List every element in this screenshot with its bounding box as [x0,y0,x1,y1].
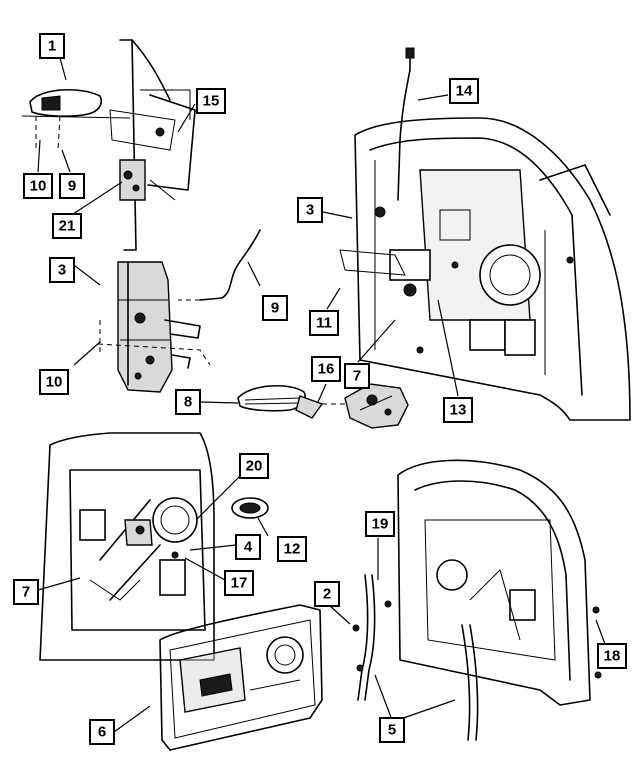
callout-label: 19 [372,516,389,533]
callout-leaders [37,57,606,733]
callout-7: 7 [13,579,39,605]
callout-label: 10 [46,374,63,391]
exterior-handle-illustration [21,88,131,151]
callout-20: 20 [239,453,269,479]
callout-label: 14 [456,83,473,100]
latch-small-illustration [119,159,146,201]
callout-label: 5 [388,722,396,739]
callout-14: 14 [449,78,479,104]
callout-label: 12 [284,541,301,558]
connecting-rod-illustration [178,229,261,301]
callout-label: 18 [604,648,621,665]
callout-label: 20 [246,458,263,475]
trim-panel-illustration [159,604,323,751]
callout-1: 1 [39,33,65,59]
callout-3: 3 [49,257,75,283]
callout-label: 7 [353,368,361,385]
glass-run-channels-illustration [352,574,479,741]
callout-18: 18 [597,643,627,669]
lock-rod-illustration [397,47,415,201]
door-latch-right-illustration [344,383,409,429]
callout-label: 7 [22,584,30,601]
callout-label: 2 [323,586,331,603]
callout-label: 11 [316,315,332,332]
callout-11: 11 [309,310,339,336]
callout-label: 15 [203,93,220,110]
door-regulator-illustration [39,432,215,661]
callout-10: 10 [23,173,53,199]
callout-label: 3 [58,262,66,279]
door-frame-illustration [384,459,602,706]
inside-handle-illustration [237,384,350,419]
callout-label: 6 [98,724,106,741]
callout-13: 13 [443,397,473,423]
callout-17: 17 [224,570,254,596]
callout-label: 16 [318,361,335,378]
callout-9: 9 [262,295,288,321]
callout-3: 3 [297,197,323,223]
callout-9: 9 [59,173,85,199]
callout-label: 21 [59,218,76,235]
callout-19: 19 [365,511,395,537]
exterior-door-edge-illustration [109,39,196,251]
callout-2: 2 [314,581,340,607]
callout-label: 9 [68,178,76,195]
latch-assembly-illustration [97,261,211,393]
callout-8: 8 [175,389,201,415]
callout-16: 16 [311,356,341,382]
callout-4: 4 [235,534,261,560]
callout-10: 10 [39,369,69,395]
callout-5: 5 [379,717,405,743]
callout-15: 15 [196,88,226,114]
callout-6: 6 [89,719,115,745]
callout-label: 17 [231,575,248,592]
callout-label: 10 [30,178,47,195]
door-inner-panel-illustration [339,117,631,421]
callout-label: 8 [184,394,192,411]
callout-12: 12 [277,536,307,562]
speaker-grille-illustration [231,497,269,519]
callout-21: 21 [52,213,82,239]
callout-7: 7 [344,363,370,389]
callout-label: 13 [450,402,467,419]
callout-label: 3 [306,202,314,219]
callout-label: 1 [48,38,56,55]
callout-label: 4 [244,539,253,556]
callout-label: 9 [271,300,279,317]
